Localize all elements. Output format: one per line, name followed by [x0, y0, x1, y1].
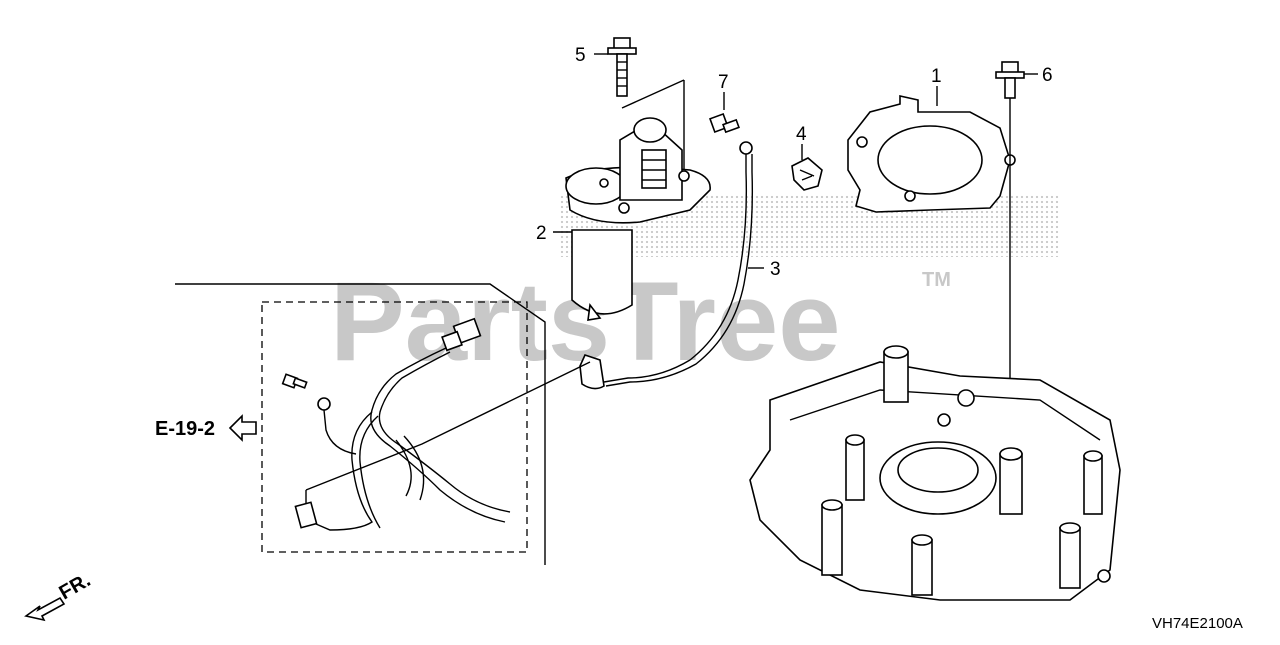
callout-1: 1	[931, 66, 942, 87]
left-arrow-icon[interactable]	[228, 414, 257, 442]
frame-lines	[175, 283, 546, 565]
callout-7: 7	[718, 72, 729, 93]
engine-case	[749, 345, 1121, 601]
front-arrow-icon	[24, 596, 66, 622]
section-reference[interactable]: E-19-2	[155, 414, 257, 442]
plate-part-1	[847, 95, 1016, 213]
callout-3: 3	[770, 259, 781, 280]
starter-motor-part-2	[565, 79, 711, 390]
callout-4: 4	[796, 124, 807, 145]
callout-6: 6	[1042, 65, 1053, 86]
harness-detail-box	[261, 301, 528, 553]
section-ref-label[interactable]: E-19-2	[155, 418, 215, 440]
front-direction-indicator: FR.	[24, 569, 94, 622]
watermark-trademark: TM	[922, 269, 951, 291]
drawing-code: VH74E2100A	[1152, 615, 1243, 632]
callouts: 5 2 3 7 4 1 6	[536, 45, 1053, 280]
callout-5: 5	[575, 45, 586, 66]
wire-harness-detail	[281, 317, 591, 531]
clip-part-4	[791, 157, 823, 191]
callout-2: 2	[536, 223, 547, 244]
bolt-part-5	[607, 37, 637, 97]
bolt-part-7	[709, 113, 740, 134]
cable-part-3	[603, 141, 754, 387]
